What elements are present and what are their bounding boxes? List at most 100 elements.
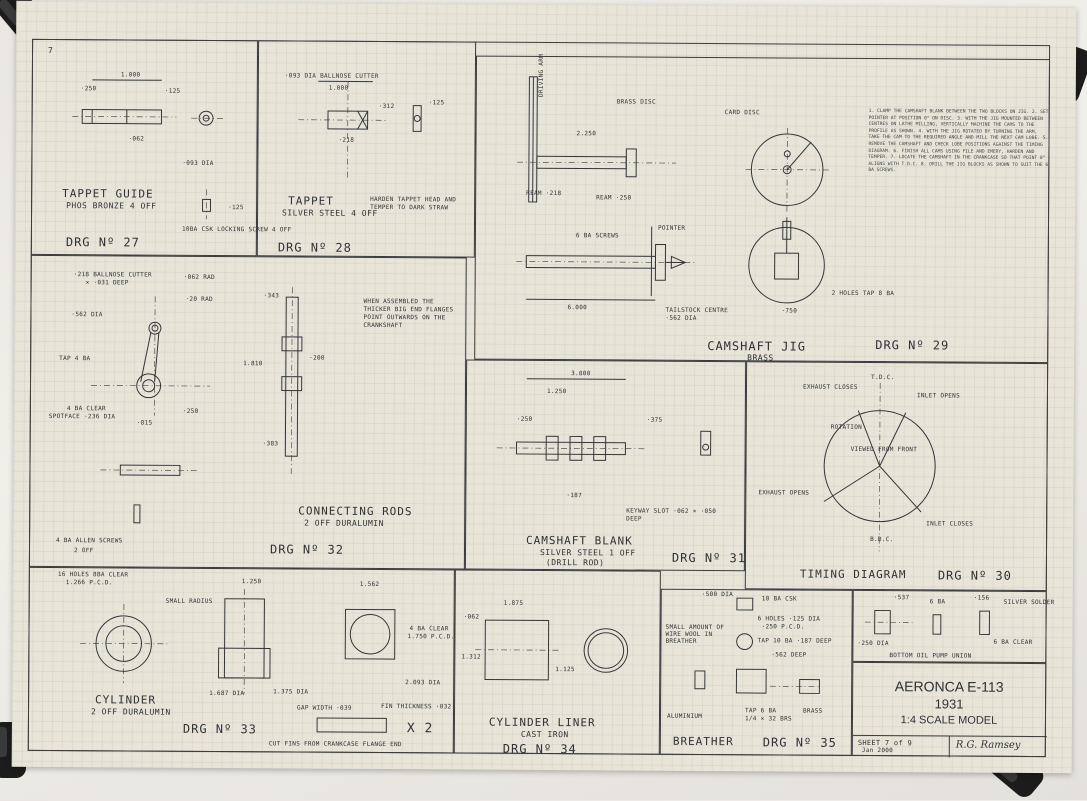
dim: 1.000 xyxy=(329,86,349,92)
assembly-note: WHEN ASSEMBLED THE THICKER BIG END FLANG… xyxy=(363,298,459,331)
jig-label: DRIVING ARM xyxy=(539,54,545,97)
blank-dim: ·250 xyxy=(517,417,533,423)
union-caption: BOTTOM OIL PUMP UNION xyxy=(889,653,971,660)
drawing-number: DRG Nº 35 xyxy=(763,736,837,748)
cyl-label: 2.093 DIA xyxy=(405,680,440,686)
rod-label: 4 BA CLEAR xyxy=(67,406,106,412)
panel-title: CONNECTING RODS xyxy=(298,506,412,518)
timing-label: ROTATION xyxy=(831,425,862,431)
union-label: ·250 DIA xyxy=(857,641,888,647)
drawing-number: DRG Nº 28 xyxy=(278,241,352,253)
rod-label: ·343 xyxy=(264,293,280,299)
rod-label: SPOTFACE ·236 DIA xyxy=(49,414,116,420)
rod-label: 4 BA ALLEN SCREWS xyxy=(56,538,123,544)
panel-material: PHOS BRONZE 4 OFF xyxy=(66,202,156,211)
jig-label: CARD DISC xyxy=(725,110,760,116)
liner-dim: ·062 xyxy=(464,615,480,621)
union-label: ·156 xyxy=(974,596,990,602)
panel-material-alt: (DRILL ROD) xyxy=(546,559,605,567)
model-scale: 1:4 SCALE MODEL xyxy=(852,714,1046,727)
jig-label: ·562 DIA xyxy=(665,316,696,322)
timing-label: B.D.C. xyxy=(870,537,894,543)
panel-title: TAPPET xyxy=(288,195,334,206)
drawing-number: DRG Nº 30 xyxy=(938,569,1012,581)
union-label: 6 BA CLEAR xyxy=(993,640,1032,646)
drawing-number: DRG Nº 29 xyxy=(875,339,949,351)
panel-title: TIMING DIAGRAM xyxy=(800,569,907,581)
breather-label: ·250 P.C.D. xyxy=(762,624,805,630)
breather-label: TAP 6 BA xyxy=(745,708,776,714)
panel-drg-30: T.D.C. EXHAUST CLOSES INLET OPENS ROTATI… xyxy=(745,361,1048,591)
rod-label: ·815 xyxy=(137,421,153,427)
dim: ·125 xyxy=(165,89,181,95)
jig-label: 2.250 xyxy=(577,131,597,137)
rod-label: ·218 BALLNOSE CUTTER xyxy=(74,272,152,278)
timing-label: VIEWED FROM FRONT xyxy=(851,447,918,453)
rod-label: 1.810 xyxy=(243,361,263,367)
signature: R.G. Ramsey xyxy=(956,741,1021,751)
panel-drg-28: ·093 DIA BALLNOSE CUTTER 1.000 ·312 ·125… xyxy=(257,40,476,257)
union-label: 6 BA xyxy=(930,599,946,605)
panel-oil-pump-union: ·537 6 BA ·156 SILVER SOLDER ·250 DIA 6 … xyxy=(852,590,1046,663)
cyl-label: SMALL RADIUS xyxy=(166,599,213,605)
panel-material: SILVER STEEL 4 OFF xyxy=(282,209,378,218)
blank-dim: 1.250 xyxy=(547,389,567,395)
jig-label: 2 HOLES TAP 8 BA xyxy=(832,291,895,297)
blank-dim: ·375 xyxy=(647,418,663,424)
panel-drg-31: 3.000 1.250 ·250 ·375 ·187 KEYWAY SLOT ·… xyxy=(465,360,746,572)
cyl-label: 4 BA CLEAR xyxy=(409,626,448,632)
blank-dim: ·187 xyxy=(566,493,582,499)
blank-dim: 3.000 xyxy=(571,371,591,377)
rod-label: ·20 RAD xyxy=(186,297,213,303)
rod-label: 2 OFF xyxy=(74,548,94,554)
union-label: ·537 xyxy=(894,595,910,601)
dim: ·093 DIA xyxy=(182,161,213,167)
panel-drg-35: ·500 DIA 10 BA CSK 6 HOLES ·125 DIA ·250… xyxy=(660,589,853,756)
rod-label: × ·031 DEEP xyxy=(86,280,129,286)
jig-label: POINTER xyxy=(658,226,685,232)
dim: 1.000 xyxy=(121,72,141,78)
panel-material: 2 OFF DURALUMIN xyxy=(304,520,384,528)
timing-label: EXHAUST CLOSES xyxy=(803,385,858,391)
breather-label: ·500 DIA xyxy=(702,592,733,598)
dim: ·093 DIA BALLNOSE CUTTER xyxy=(285,73,379,80)
breather-label: 10 BA CSK xyxy=(762,596,797,602)
panel-drg-27: 1.000 ·250 ·125 ·093 DIA ·062 ·125 10BA … xyxy=(31,39,258,256)
panel-drg-32: ·218 BALLNOSE CUTTER × ·031 DEEP ·062 RA… xyxy=(29,255,467,570)
dim: ·250 xyxy=(81,86,97,92)
harden-note: HARDEN TAPPET HEAD AND TEMPER TO DARK ST… xyxy=(370,196,466,213)
drawing-sheet: 7 1.000 ·250 ·125 ·093 DIA ·062 ·125 10B… xyxy=(12,1,1077,773)
jig-label: TAILSTOCK CENTRE xyxy=(665,308,728,314)
breather-label: 1/4 × 32 BRS xyxy=(745,716,792,722)
drawing-date: Jan 2000 xyxy=(862,748,893,754)
cyl-label: GAP WIDTH ·039 xyxy=(297,705,352,711)
panel-title: TAPPET GUIDE xyxy=(62,188,154,200)
liner-dim: 1.125 xyxy=(555,667,575,673)
model-year: 1931 xyxy=(852,696,1046,712)
dim: ·125 xyxy=(228,205,244,211)
jig-label: 6.000 xyxy=(567,305,587,311)
cyl-label: 1.750 P.C.D. xyxy=(407,634,454,640)
liner-dim: 1.312 xyxy=(461,655,481,661)
panel-drg-34: 1.875 ·062 1.312 1.125 CYLINDER LINER CA… xyxy=(454,569,661,754)
drawing-number: DRG Nº 31 xyxy=(672,552,746,564)
panel-title: BREATHER xyxy=(673,736,734,747)
drawing-number: DRG Nº 27 xyxy=(66,236,140,248)
timing-label: T.D.C. xyxy=(871,375,895,381)
dim: ·312 xyxy=(379,104,395,110)
panel-material: CAST IRON xyxy=(521,731,569,739)
panel-drg-33: 16 HOLES 8BA CLEAR 1.266 P.C.D. SMALL RA… xyxy=(28,567,455,754)
keyway-note: KEYWAY SLOT ·062 × ·050 DEEP xyxy=(626,508,726,525)
union-label: SILVER SOLDER xyxy=(1004,600,1055,606)
model-name: AERONCA E-113 xyxy=(852,678,1046,695)
wire-wool-note: SMALL AMOUNT OF WIRE WOOL IN BREATHER xyxy=(665,624,727,645)
timing-label: INLET OPENS xyxy=(917,393,960,399)
drawing-number: DRG Nº 32 xyxy=(270,543,344,555)
panel-title: CAMSHAFT JIG xyxy=(707,340,806,353)
jig-label: ·750 xyxy=(781,308,797,314)
fins-multiplier: X 2 xyxy=(407,722,434,735)
timing-label: EXHAUST OPENS xyxy=(758,490,809,496)
panel-title: CYLINDER xyxy=(95,694,156,705)
breather-label: ·562 DEEP xyxy=(771,652,806,658)
rod-label: ·562 DIA xyxy=(71,312,102,318)
